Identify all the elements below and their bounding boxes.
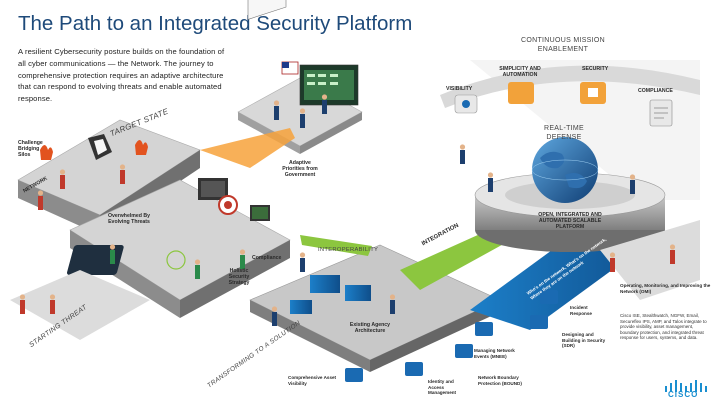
starting-platform	[10, 270, 150, 340]
simplicity-label: SIMPLICITY AND AUTOMATION	[499, 66, 541, 79]
fire-icon	[40, 145, 53, 160]
orange-arrow	[200, 128, 295, 168]
intro-paragraph: A resilient Cybersecurity posture builds…	[18, 47, 225, 104]
cisco-description: Cisco ISE, Stealthwatch, NGFW, Email, Se…	[620, 313, 707, 341]
identity-label: Identity and Access Management	[428, 379, 457, 396]
asset-label: Comprehensive Asset Visibility	[288, 375, 337, 386]
mission-icons	[454, 82, 673, 127]
continuous-label: CONTINUOUS MISSION ENABLEMENT	[521, 37, 605, 53]
asset-icon	[345, 368, 363, 382]
challenge-label: Challenge Bridging Silos	[18, 140, 43, 159]
strategy-board	[247, 0, 287, 20]
fire-icon	[135, 140, 148, 155]
interop-arrow	[300, 235, 372, 256]
overwhelmed-label: Overwhelmed By Evolving Threats	[107, 213, 151, 226]
network-devices	[290, 275, 371, 314]
realtime-label: REAL-TIME DEFENSE	[543, 125, 585, 141]
interop-label: INTEROPERABILITY	[318, 247, 379, 253]
globe	[532, 137, 598, 203]
design-icon	[530, 315, 548, 329]
managing-label: Managing Network Events (MNEE)	[474, 348, 515, 359]
visibility-label: VISIBILITY	[446, 86, 473, 92]
platform-label: OPEN, INTEGRATED AND AUTOMATED SCALABLE …	[538, 212, 602, 231]
compliance-top-label: COMPLIANCE	[638, 88, 673, 94]
capability-icons	[345, 290, 558, 382]
automation-icon	[508, 82, 534, 104]
globe-platform	[459, 137, 666, 252]
identity-icon	[405, 362, 423, 376]
cisco-logo-text: CISCO	[668, 390, 699, 399]
threats-platform	[67, 178, 291, 318]
compliance-mid-label: Compliance	[252, 255, 282, 261]
operating-label: Operating, Monitoring, and Improving the…	[620, 283, 711, 294]
office-platform	[237, 0, 363, 154]
operating-platform	[600, 220, 700, 300]
cisco-logo	[665, 380, 707, 392]
existing-label: Existing Agency Architecture	[349, 322, 391, 335]
slide-title: The Path to an Integrated Security Platf…	[18, 12, 413, 35]
adaptive-label: Adaptive Priorities from Government	[282, 160, 318, 179]
incident-icon	[540, 290, 558, 304]
events-icon	[475, 322, 493, 336]
designing-label: Designing and Building in Security (SDR)	[562, 332, 606, 349]
security-label: SECURITY	[582, 66, 609, 72]
holistic-label: Holistic Security Strategy	[228, 268, 250, 287]
strategy-maze	[67, 245, 124, 275]
boundary-icon	[455, 344, 473, 358]
mission-band	[440, 65, 700, 108]
incident-label: Incident Response	[570, 305, 592, 316]
boundary-label: Network Boundary Protection (BOUND)	[478, 375, 522, 386]
